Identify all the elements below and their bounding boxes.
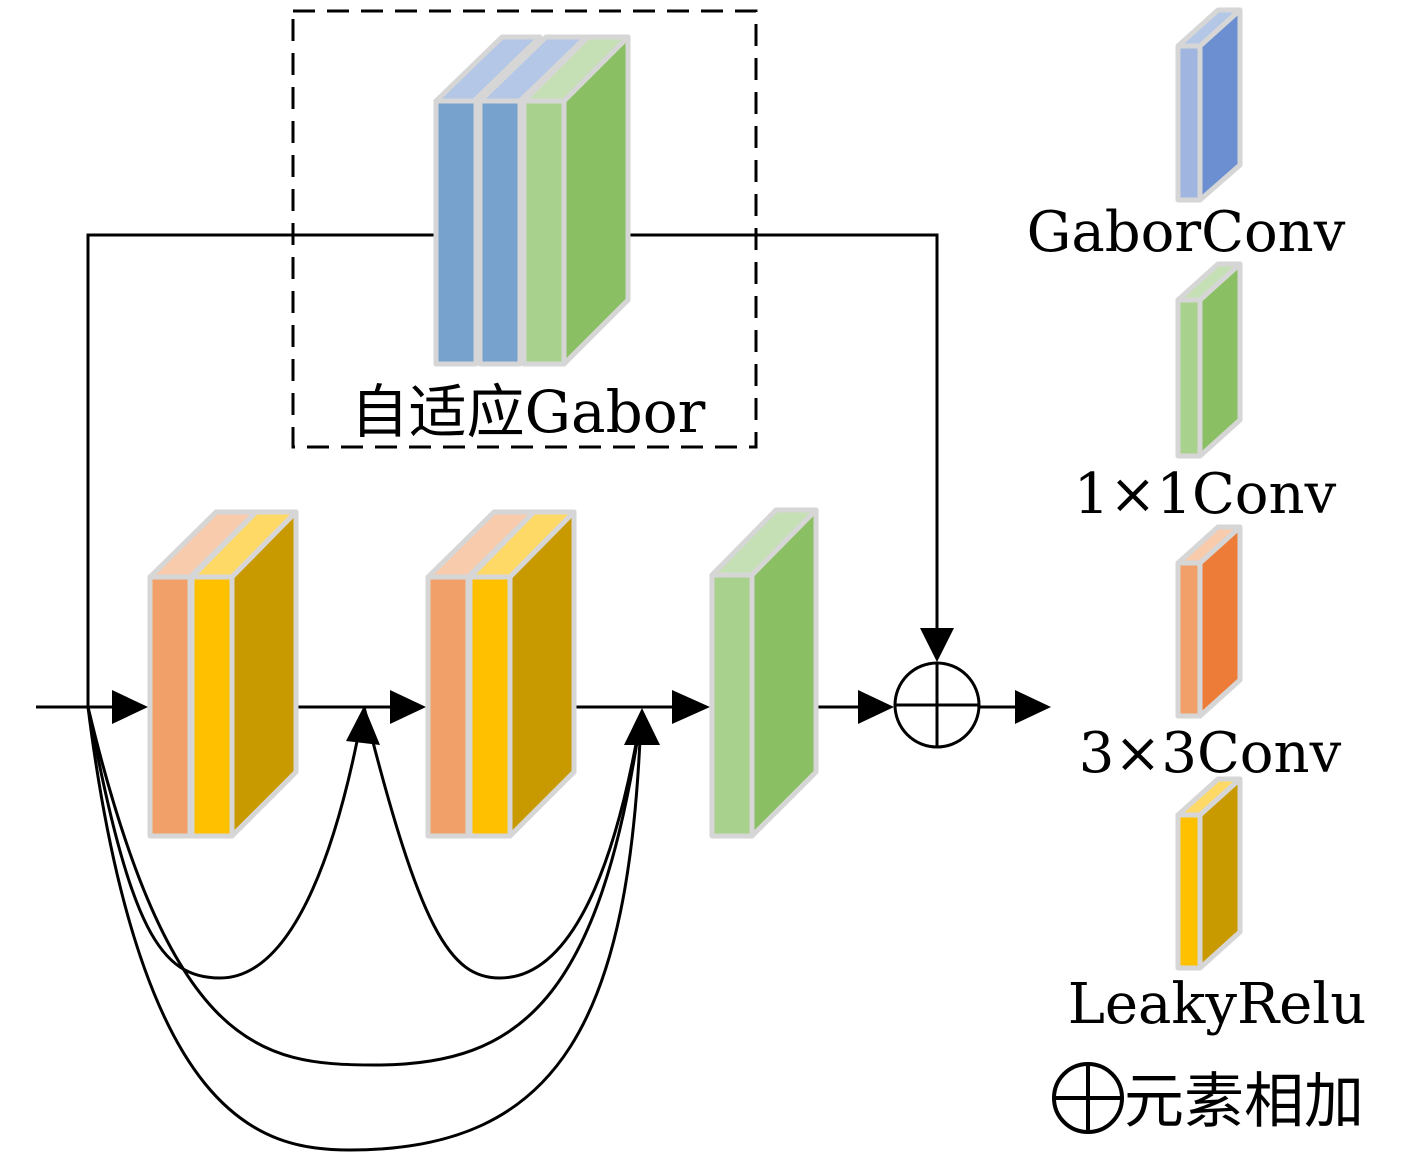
dense-block-1 bbox=[147, 509, 299, 839]
legend-conv3x3-icon bbox=[1175, 524, 1243, 719]
adaptive-gabor-box bbox=[291, 9, 758, 449]
input-arrowhead bbox=[112, 690, 148, 724]
legend-add-icon bbox=[1052, 1062, 1124, 1134]
adaptive-gabor-label: 自适应Gabor bbox=[351, 378, 706, 446]
dense-arrowhead-2 bbox=[624, 708, 660, 745]
dense-curve-3 bbox=[362, 706, 643, 980]
legend-conv3x3-label: 3×3Conv bbox=[1079, 721, 1342, 786]
adaptive-gabor-stack bbox=[433, 34, 631, 367]
legend-element-add-label: 元素相加 bbox=[1124, 1067, 1364, 1137]
legend-leakyrelu-icon bbox=[1175, 776, 1243, 971]
element-add-node bbox=[893, 661, 981, 749]
dense-arrowhead-1 bbox=[346, 706, 380, 745]
flow-arrowhead-3 bbox=[858, 690, 894, 724]
dense-curve-1 bbox=[86, 706, 364, 980]
legend-leakyrelu-label: LeakyRelu bbox=[1068, 972, 1367, 1037]
conv1x1-block bbox=[709, 507, 819, 839]
flow-arrowhead-1 bbox=[390, 690, 426, 724]
dense-block-2 bbox=[425, 509, 577, 839]
legend-gaborconv-label: GaborConv bbox=[1027, 200, 1346, 265]
flow-arrowhead-2 bbox=[672, 690, 710, 724]
skip-connection-line bbox=[86, 233, 939, 707]
legend-conv1x1-icon bbox=[1175, 261, 1243, 459]
dense-curve-4 bbox=[86, 706, 643, 1152]
output-arrowhead bbox=[1015, 690, 1051, 724]
legend-gaborconv-icon bbox=[1175, 7, 1243, 203]
legend-conv1x1-label: 1×1Conv bbox=[1074, 462, 1337, 527]
skip-arrowhead bbox=[920, 628, 954, 662]
dense-curve-2 bbox=[86, 706, 643, 1067]
